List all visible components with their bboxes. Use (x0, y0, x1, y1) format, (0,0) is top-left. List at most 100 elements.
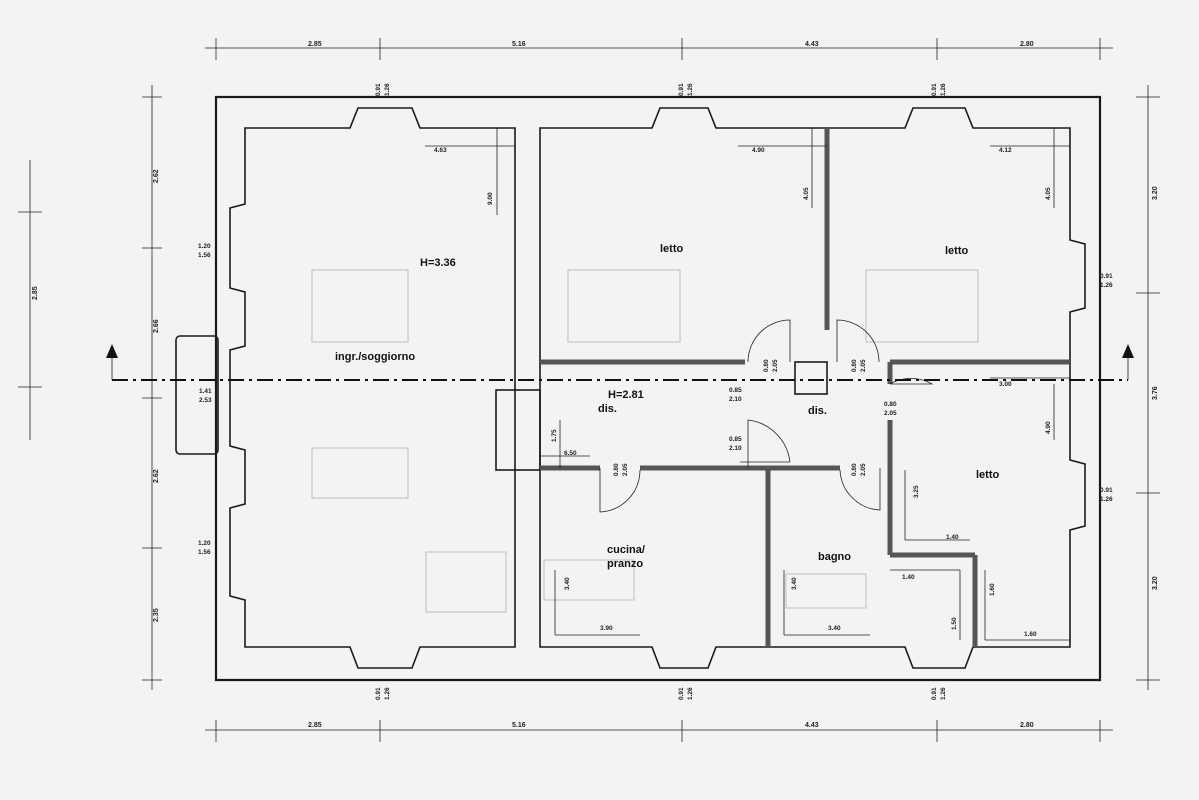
door-g-h: 2.05 (860, 463, 867, 476)
dim-3-40a: 3.40 (564, 577, 571, 590)
dim-3-00: 3.00 (999, 381, 1012, 388)
window-top-3-h: 1.26 (940, 83, 947, 96)
window-bottom-1-w: 0.91 (375, 687, 382, 700)
faint-background (311, 269, 979, 613)
window-top-3-w: 0.91 (931, 83, 938, 96)
dim-3-90: 3.90 (600, 625, 613, 632)
label-letto-1: letto (660, 243, 684, 255)
window-left-1-h: 1.56 (198, 252, 211, 259)
label-letto-3: letto (976, 469, 1000, 481)
dim-4-90b: 4.90 (1045, 421, 1052, 434)
dim-1-60a: 1.60 (989, 583, 996, 596)
dim-3-40c: 3.40 (828, 625, 841, 632)
dim-4-05b: 4.05 (1045, 187, 1052, 200)
door-dimensions: 0.80 2.05 0.80 2.05 0.85 2.10 0.85 2.10 … (613, 359, 897, 476)
dim-left-2: 2.66 (153, 319, 160, 333)
label-dis-2: dis. (808, 405, 827, 417)
dim-4-90: 4.90 (752, 147, 765, 154)
door-e-w: 0.80 (884, 401, 897, 408)
dim-4-63: 4.63 (434, 147, 447, 154)
door-d-w: 0.85 (729, 436, 742, 443)
dim-left-1: 2.62 (153, 169, 160, 183)
outer-walls (175, 95, 1102, 682)
door-f-w: 0.80 (613, 463, 620, 476)
dim-left-4: 2.35 (153, 608, 160, 622)
dim-top-1: 2.85 (308, 41, 322, 48)
label-soggiorno-height: H=3.36 (420, 257, 456, 269)
room-labels: H=3.36 ingr./soggiorno letto letto letto… (335, 243, 1000, 570)
dim-3-25: 3.25 (913, 485, 920, 498)
window-bottom-2-w: 0.91 (678, 687, 685, 700)
dim-4-05: 4.05 (803, 187, 810, 200)
entry-w: 1.41 (199, 388, 212, 395)
label-letto-2: letto (945, 245, 969, 257)
entry-porch (175, 335, 219, 455)
label-dis-1-height: H=2.81 (608, 389, 644, 401)
door-e-h: 2.05 (884, 410, 897, 417)
window-bottom-3-w: 0.91 (931, 687, 938, 700)
label-cucina-2: pranzo (607, 558, 643, 570)
dim-bottom-4: 2.80 (1020, 722, 1034, 729)
door-c-w: 0.85 (729, 387, 742, 394)
door-swings (599, 319, 934, 513)
window-right-2-h: 1.26 (1100, 496, 1113, 503)
window-right-2-w: 0.91 (1100, 487, 1113, 494)
entry-h: 2.53 (199, 397, 212, 404)
dim-bottom-3: 4.43 (805, 722, 819, 729)
dim-top-3: 4.43 (805, 41, 819, 48)
dim-right-1: 3.20 (1152, 186, 1159, 200)
dim-1-40a: 1.40 (946, 534, 959, 541)
inner-wall-right-block (539, 107, 1086, 669)
window-right-1-h: 1.26 (1100, 282, 1113, 289)
window-dimensions: 0.91 1.26 0.91 1.26 0.91 1.26 0.91 1.26 … (198, 83, 1113, 700)
inner-wall-perimeter (229, 107, 516, 669)
right-dimension-line: 3.20 3.76 3.20 (1136, 85, 1160, 690)
door-f-h: 2.05 (622, 463, 629, 476)
dim-bottom-2: 5.16 (512, 722, 526, 729)
door-c-h: 2.10 (729, 396, 742, 403)
dim-1-40b: 1.40 (902, 574, 915, 581)
dim-left-3: 2.62 (153, 469, 160, 483)
bottom-dimension-line: 2.85 5.16 4.43 2.80 (205, 720, 1113, 742)
left-dimension-lines: 2.62 2.66 2.62 2.35 2.85 (18, 85, 162, 690)
room-dimensions: 4.63 9.00 4.90 4.05 4.12 4.05 3.00 4.90 … (425, 128, 1070, 641)
chimney (794, 361, 828, 395)
dim-1-60b: 1.60 (1024, 631, 1037, 638)
door-g-w: 0.80 (851, 463, 858, 476)
dim-9-00: 9.00 (487, 192, 494, 205)
dim-1-75: 1.75 (551, 429, 558, 442)
dim-bottom-1: 2.85 (308, 722, 322, 729)
window-left-2-w: 1.20 (198, 540, 211, 547)
outer-wall-perimeter (214, 95, 1102, 682)
door-a-w: 0.80 (763, 359, 770, 372)
label-soggiorno: ingr./soggiorno (335, 351, 415, 363)
dim-right-3: 3.20 (1152, 576, 1159, 590)
dim-top-2: 5.16 (512, 41, 526, 48)
partitions (540, 128, 1070, 647)
label-cucina-1: cucina/ (607, 544, 645, 556)
entry-corridor-box (495, 389, 541, 471)
dim-right-2: 3.76 (1152, 386, 1159, 400)
door-a-h: 2.05 (772, 359, 779, 372)
top-dimension-line: 2.85 5.16 4.43 2.80 (205, 38, 1113, 60)
window-top-2-w: 0.91 (678, 83, 685, 96)
label-dis-1: dis. (598, 403, 617, 415)
window-top-1-h: 1.26 (384, 83, 391, 96)
window-bottom-2-h: 1.26 (687, 687, 694, 700)
dim-top-4: 2.80 (1020, 41, 1034, 48)
door-b-w: 0.80 (851, 359, 858, 372)
window-top-2-h: 1.26 (687, 83, 694, 96)
dim-6-50: 6.50 (564, 450, 577, 457)
window-left-1-w: 1.20 (198, 243, 211, 250)
door-d-h: 2.10 (729, 445, 742, 452)
window-bottom-3-h: 1.26 (940, 687, 947, 700)
label-bagno: bagno (818, 551, 851, 563)
dim-left-outer: 2.85 (32, 286, 39, 300)
dim-4-12: 4.12 (999, 147, 1012, 154)
door-b-h: 2.05 (860, 359, 867, 372)
dim-1-50: 1.50 (951, 617, 958, 630)
window-left-2-h: 1.56 (198, 549, 211, 556)
section-line (106, 344, 1134, 381)
window-right-1-w: 0.91 (1100, 273, 1113, 280)
